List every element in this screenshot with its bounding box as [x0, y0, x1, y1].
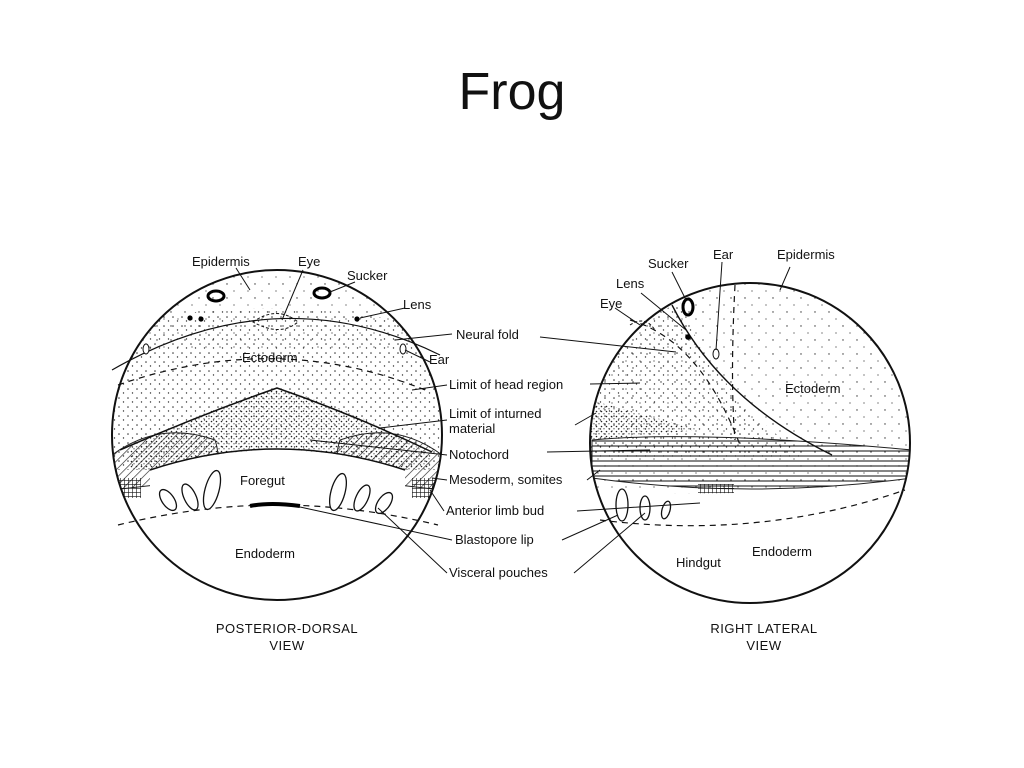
- left-caption-line2: VIEW: [269, 638, 304, 653]
- posterior-dorsal-embryo: Epidermis Eye Sucker Lens Ectoderm Ear F…: [111, 254, 450, 653]
- right-sucker-shape: [312, 286, 332, 300]
- left-caption-line1: POSTERIOR-DORSAL: [216, 621, 358, 636]
- label-neural-fold: Neural fold: [456, 327, 519, 342]
- label-anterior-limb-bud: Anterior limb bud: [446, 503, 544, 518]
- right-lateral-embryo: Sucker Ear Epidermis Lens Eye Ectoderm H…: [589, 247, 911, 653]
- slide-title: Frog: [458, 63, 566, 121]
- right-caption-line2: VIEW: [746, 638, 781, 653]
- label-mesoderm-somites: Mesoderm, somites: [449, 472, 563, 487]
- left-label-lens: Lens: [403, 297, 432, 312]
- center-labels: Neural fold Limit of head region Limit o…: [299, 327, 701, 580]
- left-label-epidermis: Epidermis: [192, 254, 250, 269]
- right-caption-line1: RIGHT LATERAL: [710, 621, 817, 636]
- right-label-epidermis: Epidermis: [777, 247, 835, 262]
- left-label-eye: Eye: [298, 254, 320, 269]
- right-label-ectoderm: Ectoderm: [785, 381, 841, 396]
- right-label-eye: Eye: [600, 296, 622, 311]
- left-label-endoderm: Endoderm: [235, 546, 295, 561]
- left-label-sucker: Sucker: [347, 268, 388, 283]
- lateral-mesoderm-band: [591, 436, 910, 490]
- right-label-ear: Ear: [713, 247, 734, 262]
- lateral-sucker-shape: [681, 297, 695, 317]
- label-blastopore-lip: Blastopore lip: [455, 532, 534, 547]
- right-label-endoderm: Endoderm: [752, 544, 812, 559]
- right-label-sucker: Sucker: [648, 256, 689, 271]
- label-visceral-pouches: Visceral pouches: [449, 565, 548, 580]
- left-sucker-shape: [206, 289, 226, 303]
- label-limit-head-region: Limit of head region: [449, 377, 563, 392]
- label-notochord: Notochord: [449, 447, 509, 462]
- right-label-lens: Lens: [616, 276, 645, 291]
- right-label-hindgut: Hindgut: [676, 555, 721, 570]
- left-label-ectoderm: Ectoderm: [242, 350, 298, 365]
- label-limit-inturned-1: Limit of inturned: [449, 406, 542, 421]
- label-limit-inturned-2: material: [449, 421, 495, 436]
- left-label-ear: Ear: [429, 352, 450, 367]
- left-label-foregut: Foregut: [240, 473, 285, 488]
